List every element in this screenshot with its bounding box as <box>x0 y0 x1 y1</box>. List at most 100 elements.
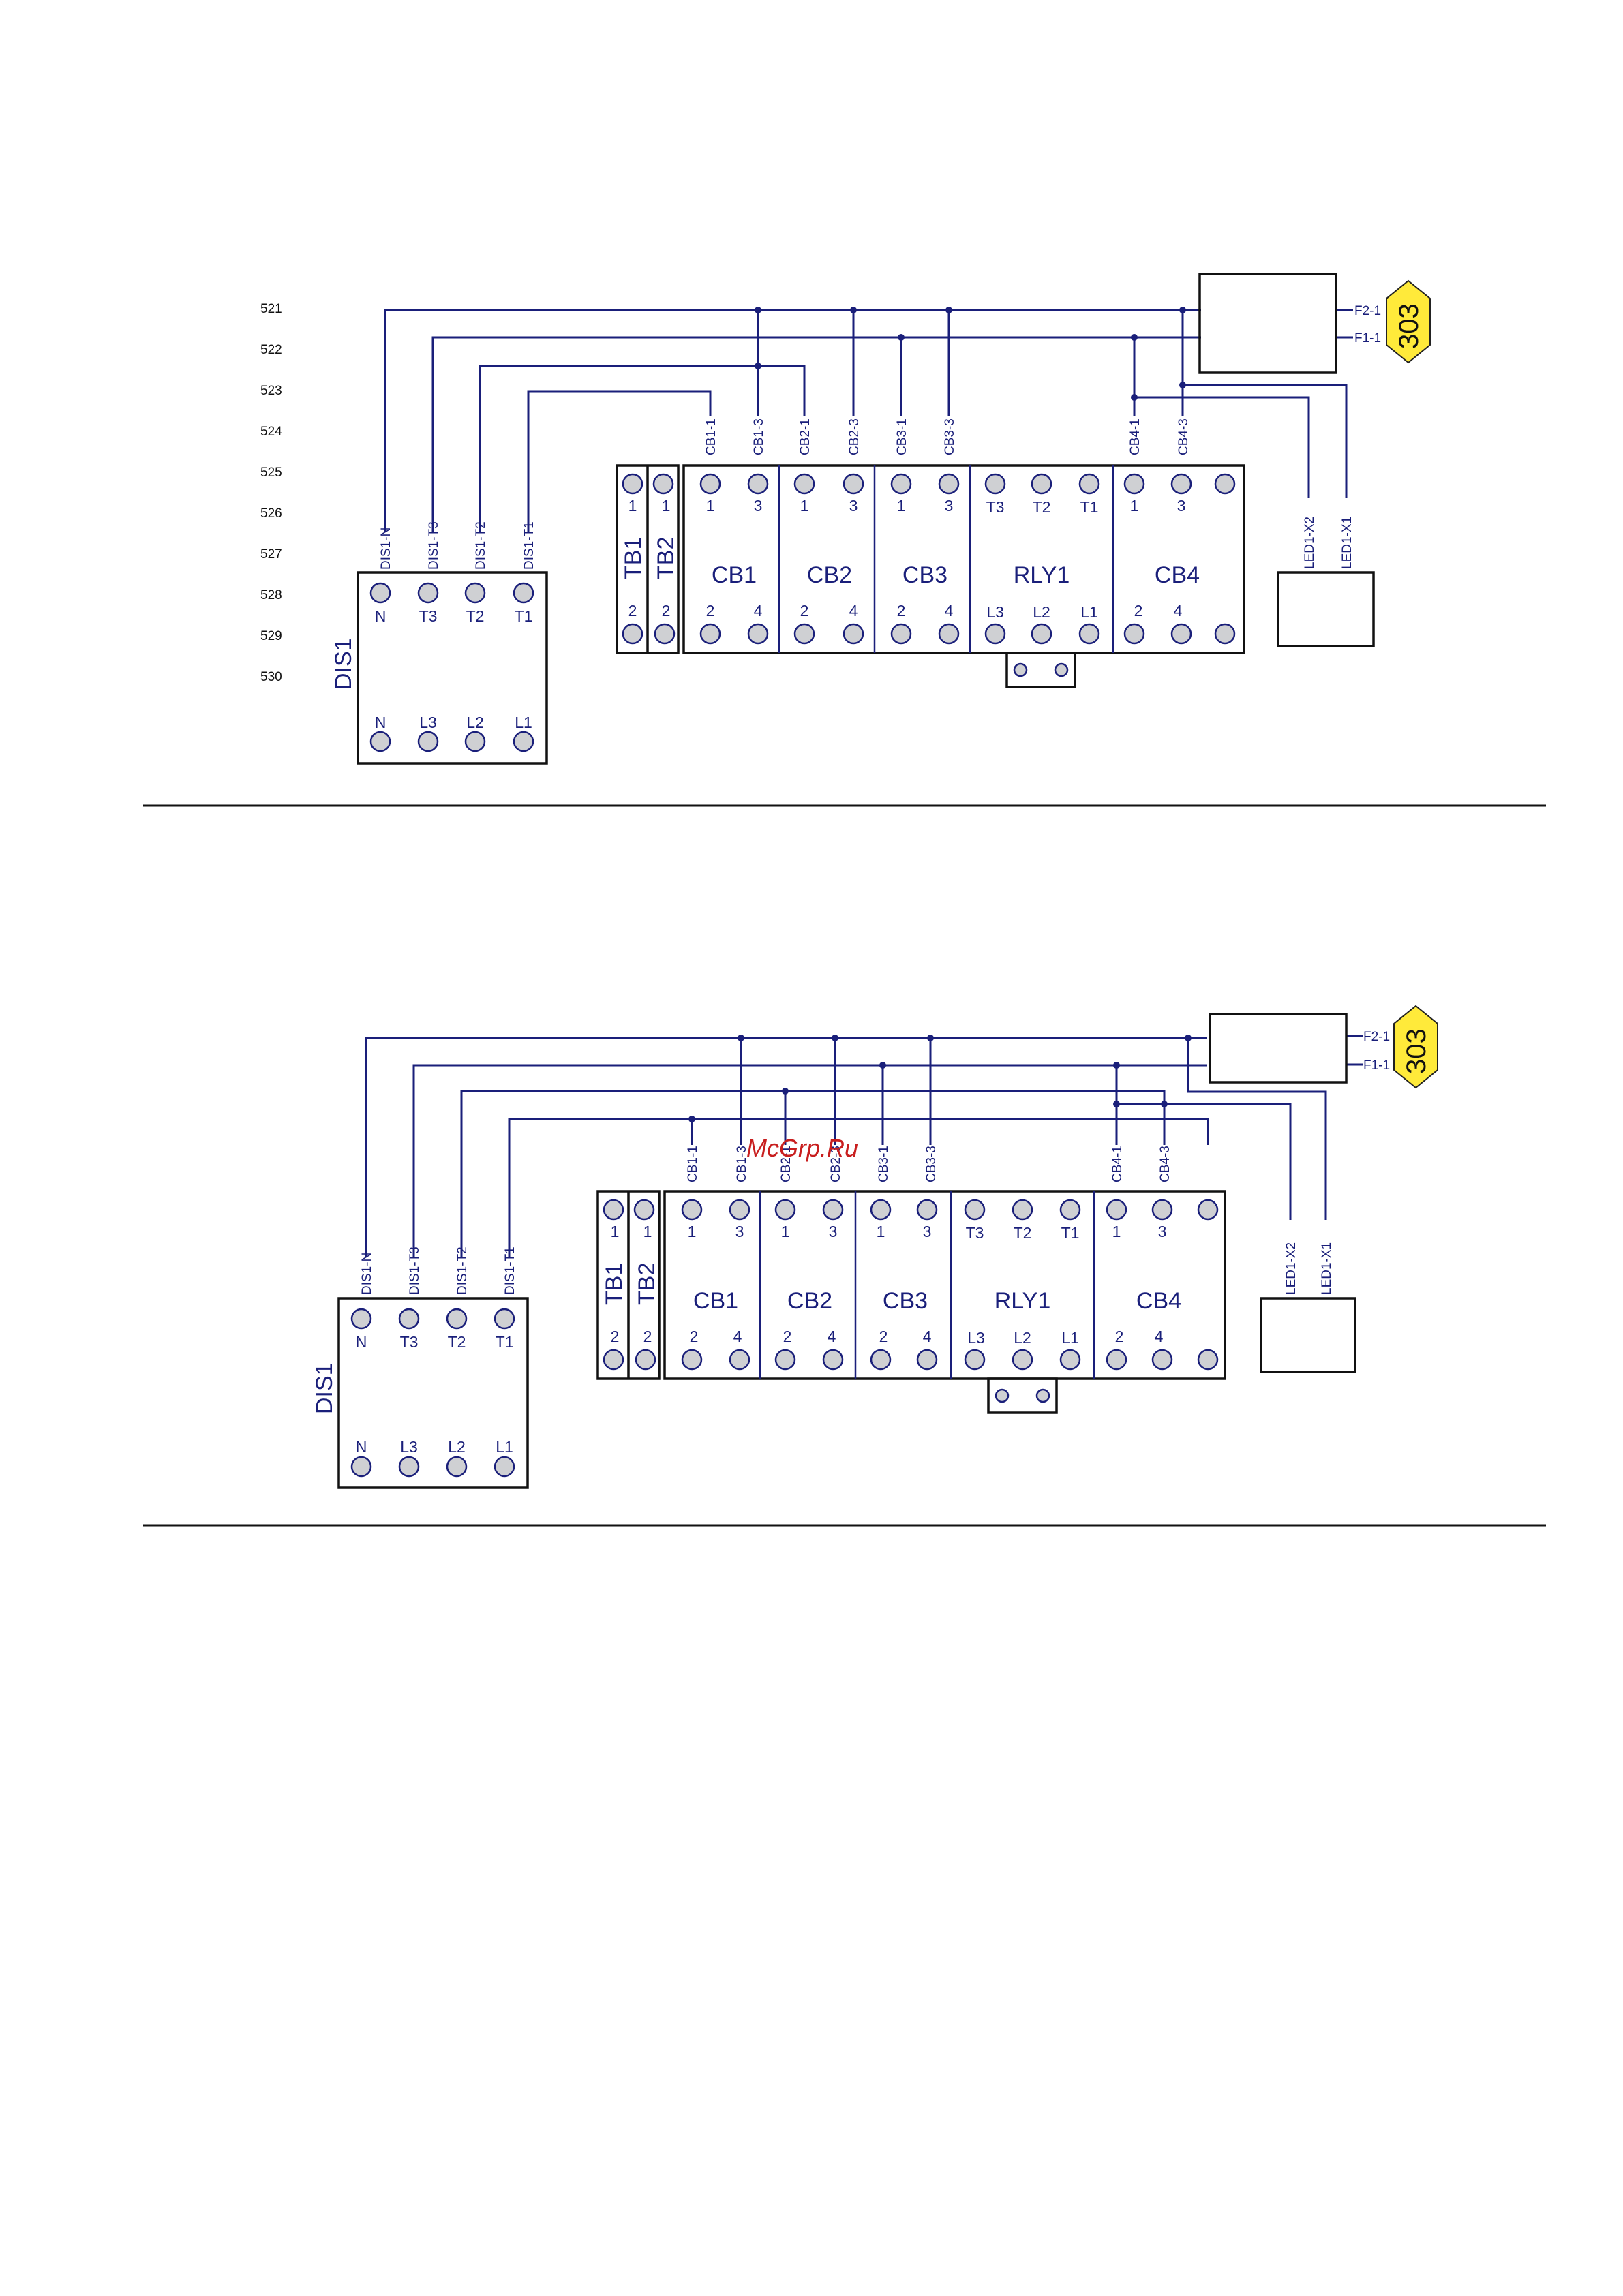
terminal-label: 2 <box>611 1328 620 1345</box>
terminal-label: T1 <box>496 1333 514 1351</box>
tb2-name: TB2 <box>653 537 679 579</box>
row-number: 524 <box>260 425 282 439</box>
terminal <box>964 1349 986 1371</box>
wiring-diagram-1: DIS1-N DIS1-T3 DIS1-T2 DIS1-T1 CB1-1 CB1… <box>331 273 1431 765</box>
wire-labels: DIS1-N DIS1-T3 DIS1-T2 DIS1-T1 CB1-1 CB1… <box>379 304 1381 570</box>
terminal-label: L3 <box>986 603 1004 621</box>
wire-label: CB2-1 <box>779 1146 793 1182</box>
tb1-name: TB1 <box>601 1263 627 1305</box>
row-number: 529 <box>260 629 282 643</box>
terminal <box>622 623 643 645</box>
terminal-label: 3 <box>754 497 763 515</box>
terminal-label: 1 <box>662 497 671 515</box>
tb1-name: TB1 <box>620 537 646 579</box>
terminal-label: L2 <box>1033 603 1050 621</box>
terminal <box>369 731 391 752</box>
terminal <box>622 473 643 495</box>
terminal <box>938 623 960 645</box>
dis1-name: DIS1 <box>312 1362 337 1414</box>
led1-box <box>1277 571 1375 647</box>
cb3-name: CB3 <box>902 562 947 588</box>
wire-label: LED1-X2 <box>1284 1242 1299 1295</box>
terminal-label: L2 <box>466 714 484 731</box>
terminal-label: 4 <box>1174 602 1183 619</box>
terminal <box>681 1199 703 1221</box>
row-number: 525 <box>260 465 282 480</box>
terminal <box>1078 473 1100 495</box>
terminal-label: 1 <box>877 1223 885 1240</box>
terminal <box>995 1388 1010 1403</box>
terminal <box>652 473 674 495</box>
terminal <box>774 1199 796 1221</box>
terminal <box>747 623 769 645</box>
row-number: 521 <box>260 302 282 316</box>
terminal <box>494 1308 515 1330</box>
terminal-label: L3 <box>419 714 437 731</box>
terminal-label: 4 <box>923 1328 932 1345</box>
terminal-label: 2 <box>800 602 809 619</box>
row-numbers: 521 522 523 524 525 526 527 528 529 530 <box>260 302 282 684</box>
wire-label: DIS1-T2 <box>474 521 488 570</box>
terminal-label: T1 <box>515 607 533 625</box>
f-label: F1-1 <box>1354 331 1381 346</box>
terminal <box>699 473 721 495</box>
row-number: 523 <box>260 384 282 398</box>
terminal <box>1059 1349 1081 1371</box>
f-box <box>1209 1013 1348 1084</box>
wires <box>384 307 1353 532</box>
wire-label: CB4-1 <box>1110 1146 1125 1182</box>
terminal <box>793 623 815 645</box>
wire-label: DIS1-T2 <box>455 1246 470 1295</box>
terminal <box>654 623 676 645</box>
terminal-label: N <box>375 714 386 731</box>
wire-label: LED1-X1 <box>1340 517 1354 569</box>
terminal-label: T2 <box>1033 498 1051 516</box>
terminal <box>870 1199 892 1221</box>
terminal <box>633 1199 655 1221</box>
terminal <box>699 623 721 645</box>
wire-label: CB1-3 <box>752 418 766 455</box>
dis1-name: DIS1 <box>331 638 357 690</box>
terminal <box>1013 662 1028 677</box>
terminal <box>350 1456 372 1478</box>
terminal-label: 1 <box>781 1223 790 1240</box>
row-number: 526 <box>260 506 282 521</box>
terminal <box>635 1349 656 1371</box>
terminal <box>916 1199 938 1221</box>
terminal <box>446 1456 468 1478</box>
terminal <box>1012 1199 1033 1221</box>
terminal-label: T3 <box>986 498 1005 516</box>
terminal <box>938 473 960 495</box>
terminal-label: T2 <box>448 1333 466 1351</box>
terminal-label: 4 <box>828 1328 836 1345</box>
terminal <box>1170 473 1192 495</box>
terminal <box>464 731 486 752</box>
terminal <box>398 1456 420 1478</box>
wire-label: CB3-1 <box>877 1146 891 1182</box>
terminal <box>843 473 864 495</box>
terminal <box>494 1456 515 1478</box>
terminal-label: 2 <box>879 1328 888 1345</box>
row-number: 530 <box>260 670 282 684</box>
rly1-name: RLY1 <box>1014 562 1070 588</box>
terminal-label: 1 <box>706 497 715 515</box>
terminal-label: T2 <box>1014 1224 1032 1242</box>
terminal <box>1012 1349 1033 1371</box>
terminal-label: 1 <box>643 1223 652 1240</box>
terminal-label: N <box>375 607 386 625</box>
cb3-name: CB3 <box>883 1288 928 1314</box>
terminal-label: 3 <box>829 1223 838 1240</box>
wire-label: LED1-X2 <box>1303 517 1317 569</box>
terminal <box>1214 473 1236 495</box>
wire-label: LED1-X1 <box>1320 1242 1334 1295</box>
terminal-label: L1 <box>496 1438 513 1456</box>
terminal-label: T1 <box>1080 498 1099 516</box>
terminal <box>603 1199 624 1221</box>
wire-label: DIS1-N <box>360 1253 374 1295</box>
page-ref-text: 303 <box>1401 1028 1431 1074</box>
wire-label: CB3-3 <box>924 1146 939 1182</box>
terminal <box>1035 1388 1050 1403</box>
terminal <box>774 1349 796 1371</box>
terminal-label: 3 <box>923 1223 932 1240</box>
